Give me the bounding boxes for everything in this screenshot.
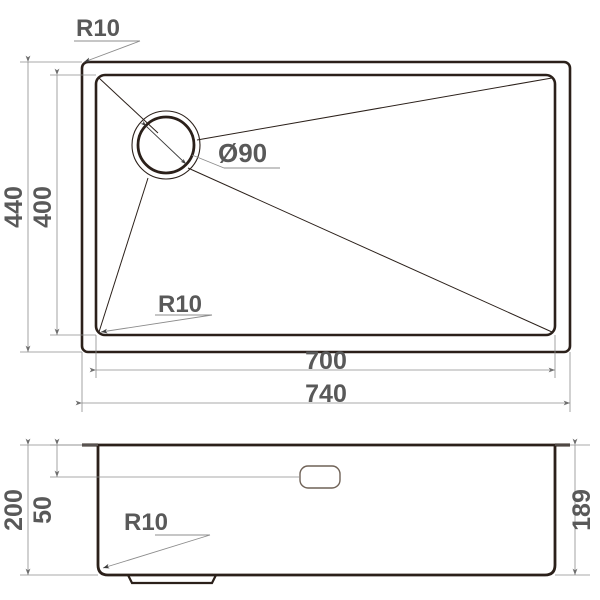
dim-700-label: 700 <box>305 347 347 375</box>
r10-top-leader <box>74 40 141 63</box>
r10-bottom-leader <box>100 314 213 334</box>
drain-inner-circle <box>136 115 196 175</box>
top-view-horizontal-dimensions <box>75 335 571 412</box>
section-vertical-dimensions <box>20 438 590 576</box>
r10-section-label: R10 <box>124 509 168 536</box>
drain-diameter-label: Ø90 <box>218 138 267 168</box>
r10-section-leader <box>102 534 211 569</box>
r10-top-label: R10 <box>76 15 120 42</box>
section-bowl-profile <box>96 443 557 577</box>
section-bottom-recess <box>127 574 217 585</box>
top-view-geometry: Ø90 R10 R10 <box>74 15 572 354</box>
dim-50-label: 50 <box>29 496 57 524</box>
dim-740-label: 740 <box>305 380 347 408</box>
drain-diameter-arrow <box>140 120 187 165</box>
dim-400-label: 400 <box>29 186 57 228</box>
sink-inner-bowl <box>94 73 557 337</box>
dim-200-label: 200 <box>0 489 28 531</box>
dim-189-label: 189 <box>568 489 596 531</box>
drain-leader <box>191 154 280 169</box>
overflow-slot <box>299 465 341 489</box>
top-view-vertical-dimensions <box>20 55 96 353</box>
sink-outer-rim <box>80 60 572 354</box>
drain-outer-circle <box>131 110 201 180</box>
dim-440-label: 440 <box>0 186 28 228</box>
r10-bottom-label: R10 <box>158 291 202 318</box>
